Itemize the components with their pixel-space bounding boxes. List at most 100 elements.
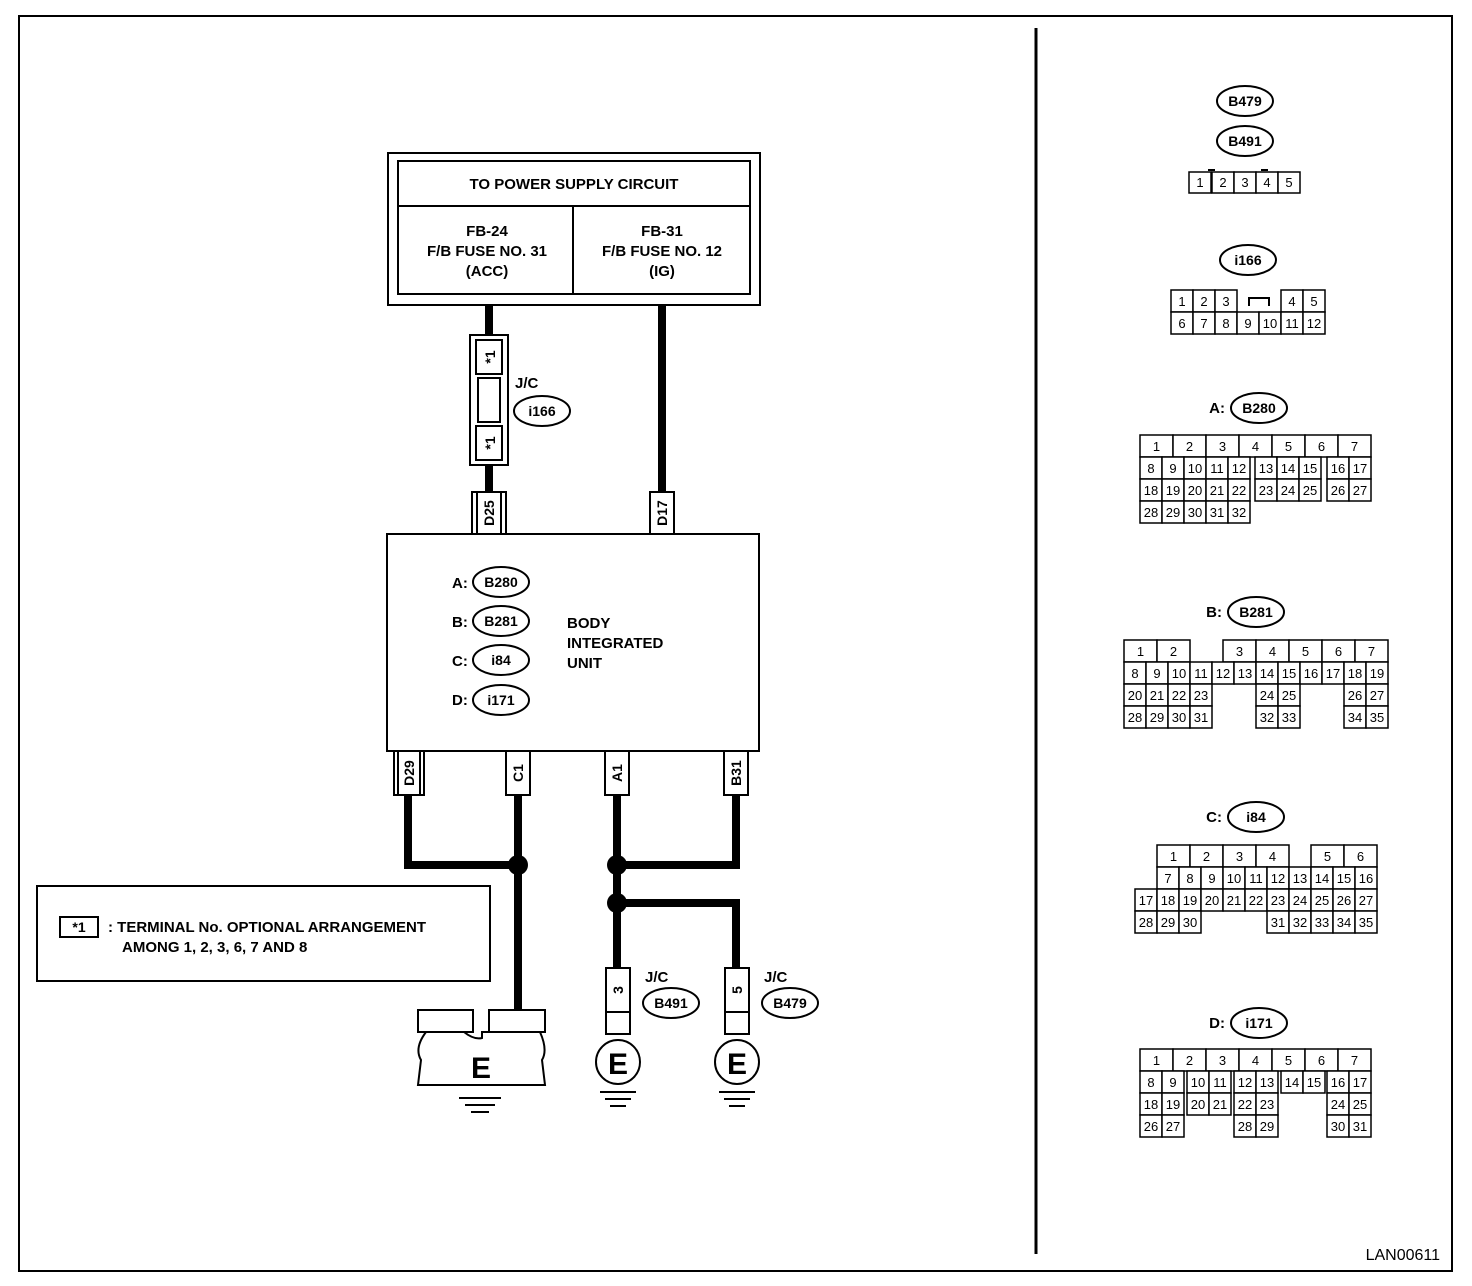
jc-i166-connector: i166 xyxy=(528,403,555,419)
terminal-number: 28 xyxy=(1139,915,1153,930)
ground-b479-e: E xyxy=(727,1048,747,1081)
terminal-number: 31 xyxy=(1210,505,1224,520)
ground-b479-terminal: 5 xyxy=(729,986,745,994)
terminal-number: 6 xyxy=(1357,849,1364,864)
connector-view-i84-label-id: i84 xyxy=(1246,809,1266,825)
terminal-number: 9 xyxy=(1153,666,1160,681)
terminal-number: 25 xyxy=(1315,893,1329,908)
terminal-number: 2 xyxy=(1170,644,1177,659)
unit-conn-a-prefix: A: xyxy=(452,575,468,592)
terminal-number: 32 xyxy=(1293,915,1307,930)
connector-view-b479-b491-label: B491 xyxy=(1216,125,1274,157)
power-supply-box: TO POWER SUPPLY CIRCUIT FB-24 F/B FUSE N… xyxy=(387,152,761,306)
terminal-cell xyxy=(1302,311,1326,335)
terminal-number: 13 xyxy=(1259,461,1273,476)
ground-b491-jc: J/C xyxy=(645,969,669,986)
terminal-number: 28 xyxy=(1128,710,1142,725)
terminal-number: 12 xyxy=(1271,871,1285,886)
terminal-number: 16 xyxy=(1304,666,1318,681)
terminal-number: 27 xyxy=(1370,688,1384,703)
terminal-number: 1 xyxy=(1170,849,1177,864)
ground-b491: 3 E J/C B491 xyxy=(595,967,700,1107)
terminal-number: 30 xyxy=(1183,915,1197,930)
terminal-number: 22 xyxy=(1238,1097,1252,1112)
terminal-number: 5 xyxy=(1285,439,1292,454)
terminal-number: 14 xyxy=(1285,1075,1299,1090)
terminal-number: 18 xyxy=(1348,666,1362,681)
terminal-number: 3 xyxy=(1222,294,1229,309)
chassis-ground: E xyxy=(416,1009,547,1113)
terminal-number: 35 xyxy=(1359,915,1373,930)
jc-i166-oval xyxy=(513,395,571,427)
terminal-number: 22 xyxy=(1172,688,1186,703)
terminal-number: 27 xyxy=(1353,483,1367,498)
connector-view-b479-b491-label: B479 xyxy=(1216,85,1274,117)
terminal-number: 7 xyxy=(1200,316,1207,331)
terminal-cell xyxy=(1348,1114,1372,1138)
terminal-number: 3 xyxy=(1236,849,1243,864)
terminal-number: 29 xyxy=(1161,915,1175,930)
terminal-note: *1 : TERMINAL No. OPTIONAL ARRANGEMENT A… xyxy=(36,885,491,982)
note-line1: : TERMINAL No. OPTIONAL ARRANGEMENT xyxy=(108,919,426,936)
terminal-number: 21 xyxy=(1227,893,1241,908)
terminal-number: 32 xyxy=(1260,710,1274,725)
terminal-number: 18 xyxy=(1144,483,1158,498)
terminal-number: 7 xyxy=(1164,871,1171,886)
terminal-cell xyxy=(1178,910,1202,934)
terminal-number: 20 xyxy=(1188,483,1202,498)
terminal-number: 4 xyxy=(1252,1053,1259,1068)
terminal-number: 28 xyxy=(1238,1119,1252,1134)
ground-icon xyxy=(459,1097,501,1113)
terminal-number: 5 xyxy=(1285,1053,1292,1068)
terminal-number: 5 xyxy=(1302,644,1309,659)
connector-view-i171-label-id: i171 xyxy=(1245,1015,1272,1031)
fuse-right-line1: FB-31 xyxy=(641,223,683,240)
splice-points xyxy=(508,855,627,913)
connector-view-b281-label: B:B281 xyxy=(1206,596,1285,628)
unit-conn-b-id: B281 xyxy=(484,613,518,629)
terminal-number: 23 xyxy=(1194,688,1208,703)
terminal-number: 17 xyxy=(1353,1075,1367,1090)
connector-view-i171-label-prefix: D: xyxy=(1209,1015,1225,1032)
terminal-number: 17 xyxy=(1353,461,1367,476)
ground-b479-jc: J/C xyxy=(764,969,788,986)
unit-conn-d-id: i171 xyxy=(487,692,514,708)
jc-i166-label: J/C xyxy=(515,375,539,392)
terminal-number: 23 xyxy=(1260,1097,1274,1112)
connector-view-b280-label-prefix: A: xyxy=(1209,400,1225,417)
terminal-number: 11 xyxy=(1213,1075,1227,1090)
terminal-cell xyxy=(1188,171,1212,194)
terminal-number: 1 xyxy=(1137,644,1144,659)
ground-b479: 5 E J/C B479 xyxy=(714,967,819,1107)
terminal-cell xyxy=(1189,705,1213,729)
terminal-number: 11 xyxy=(1210,461,1224,476)
bcm-input-pins: D25 D17 xyxy=(471,491,675,535)
terminal-number: 26 xyxy=(1337,893,1351,908)
terminal-number: 12 xyxy=(1307,316,1321,331)
terminal-number: 7 xyxy=(1351,439,1358,454)
terminal-number: 3 xyxy=(1219,1053,1226,1068)
ground-e-left: E xyxy=(471,1052,491,1085)
unit-conn-a-id: B280 xyxy=(484,574,518,590)
terminal-number: 10 xyxy=(1227,871,1241,886)
terminal-number: 2 xyxy=(1186,439,1193,454)
unit-conn-d-prefix: D: xyxy=(452,692,468,709)
terminal-number: 2 xyxy=(1203,849,1210,864)
terminal-number: 14 xyxy=(1260,666,1274,681)
terminal-number: 22 xyxy=(1249,893,1263,908)
terminal-number: 32 xyxy=(1232,505,1246,520)
terminal-number: 15 xyxy=(1307,1075,1321,1090)
terminal-number: 19 xyxy=(1166,483,1180,498)
connector-view-i84-label-prefix: C: xyxy=(1206,809,1222,826)
pin-a1: A1 xyxy=(609,764,625,782)
terminal-number: 31 xyxy=(1271,915,1285,930)
terminal-number: 35 xyxy=(1370,710,1384,725)
terminal-number: 4 xyxy=(1252,439,1259,454)
terminal-cell xyxy=(1354,910,1378,934)
connector-view-i166-label-id: i166 xyxy=(1234,252,1261,268)
ground-icon xyxy=(719,1091,755,1107)
terminal-number: 16 xyxy=(1331,461,1345,476)
terminal-number: 6 xyxy=(1318,1053,1325,1068)
